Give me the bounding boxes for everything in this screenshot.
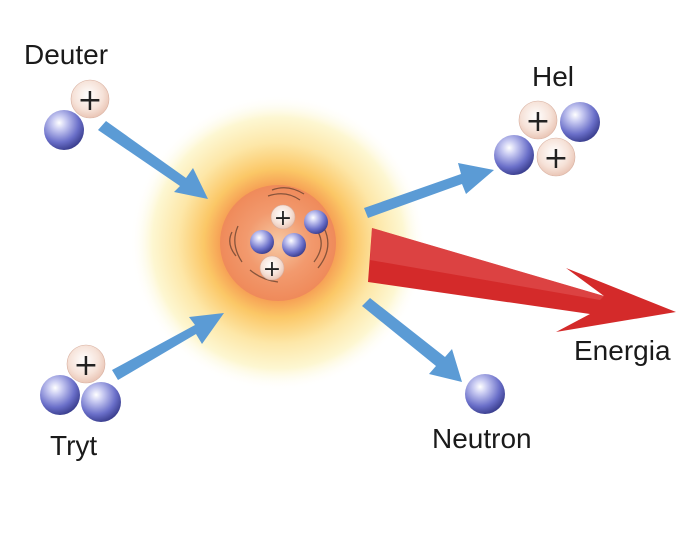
neutron <box>560 102 600 142</box>
proton <box>70 79 110 119</box>
neutron <box>465 374 505 414</box>
energy-arrow <box>368 228 676 332</box>
fused-nucleus: + + <box>250 204 328 282</box>
core-neutron <box>282 233 306 257</box>
core-proton <box>270 204 296 230</box>
neutron <box>40 375 80 415</box>
helium-arrow <box>364 163 494 218</box>
energy-label: Energia <box>574 335 671 366</box>
helium-nucleus: + + <box>494 100 600 177</box>
fusion-core <box>220 185 336 301</box>
deuterium-arrow <box>98 121 208 199</box>
core-neutron <box>250 230 274 254</box>
deuterium-label: Deuter <box>24 39 109 70</box>
core-proton-sign: + <box>274 206 292 231</box>
reaction-swirl <box>229 187 329 283</box>
tritium-arrow <box>112 313 224 380</box>
core-proton-sign: + <box>263 257 281 282</box>
neutron <box>494 135 534 175</box>
neutron <box>81 382 121 422</box>
proton-sign: + <box>73 348 98 383</box>
core-proton <box>259 255 285 281</box>
neutron-arrow <box>362 298 462 382</box>
tritium-label: Tryt <box>50 430 98 461</box>
neutron-product <box>465 374 505 414</box>
proton-sign: + <box>543 141 568 176</box>
proton <box>536 137 576 177</box>
proton-sign: + <box>525 104 550 139</box>
proton-sign: + <box>77 83 102 118</box>
core-neutron <box>304 210 328 234</box>
deuterium-nucleus: + <box>44 79 110 150</box>
proton <box>518 100 558 140</box>
tritium-nucleus: + <box>40 344 121 422</box>
helium-label: Hel <box>532 61 575 92</box>
proton <box>66 344 106 384</box>
neutron-label: Neutron <box>432 423 532 454</box>
neutron <box>44 110 84 150</box>
